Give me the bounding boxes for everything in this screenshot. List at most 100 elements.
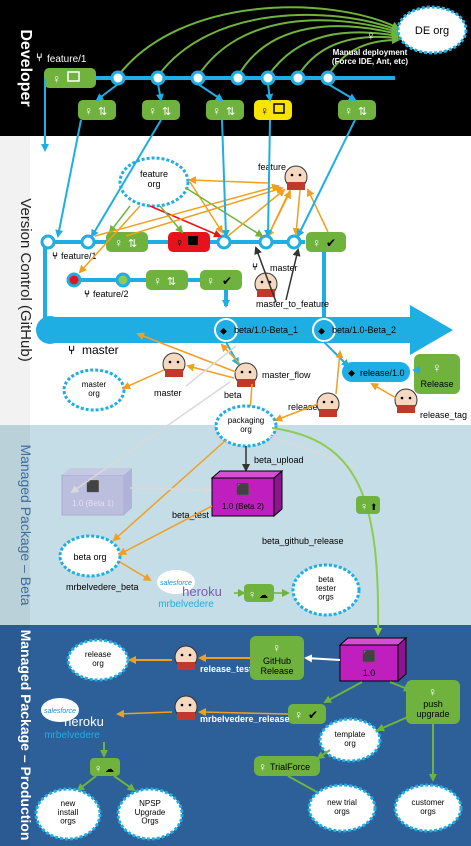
master-branch-label: master [82, 343, 119, 357]
cloud-upload-icon: ☁ [259, 590, 268, 600]
pkg-beta-2-label: 1.0 (Beta 2) [222, 502, 264, 511]
push-upgrade-button[interactable] [406, 680, 460, 724]
label-line: orgs [420, 807, 436, 816]
label-line: org [92, 659, 104, 668]
label-line: (Force IDE, Ant, etc) [332, 57, 408, 66]
label-line: upgrade [416, 709, 449, 719]
dev-job-pill[interactable] [142, 100, 180, 120]
cloud-beta-org[interactable]: beta org [58, 534, 122, 578]
feature-job-label: feature [258, 162, 286, 172]
cloud-de-org[interactable]: DE org [396, 5, 468, 55]
release-button-label: Release [420, 379, 453, 389]
jenkins-master-job[interactable] [162, 352, 186, 377]
dev-commit [230, 70, 246, 86]
master-branch-arrow [45, 305, 453, 355]
release-test-label: release_test [200, 664, 252, 674]
vc-commit-green [115, 272, 131, 288]
vc-commit [40, 234, 56, 250]
git-branch-icon: ⑂ [52, 251, 58, 262]
beta-upload-pill[interactable] [356, 496, 380, 514]
label-line: orgs [60, 817, 76, 826]
vc-commit [80, 234, 96, 250]
tag-icon: ⬥ [318, 326, 325, 337]
dev-commit [290, 70, 306, 86]
jenkins-release-test-job[interactable] [174, 645, 198, 670]
dev-job-pill[interactable] [78, 100, 116, 120]
label-line: Release [260, 666, 293, 676]
person-icon: ♀ [312, 236, 321, 250]
package-beta-2[interactable] [210, 469, 284, 518]
dev-job-pill[interactable] [338, 100, 376, 120]
person-icon: ♀ [206, 274, 215, 288]
person-icon: ♀ [248, 589, 256, 601]
master-job-label: master [154, 388, 182, 398]
jenkins-release-tag-job[interactable] [394, 388, 418, 413]
person-icon: ♀ [84, 104, 93, 118]
package-icon: ⬛ [86, 480, 100, 493]
merge-icon: ⇅ [358, 106, 367, 118]
jenkins-release-job[interactable] [316, 392, 340, 417]
mrbelvedere-beta-label: mrbelvedere_beta [66, 582, 139, 592]
vc-job-pill[interactable] [106, 232, 148, 252]
label-line: org [88, 389, 100, 398]
release-tag-pill[interactable] [342, 362, 410, 382]
dev-commit [190, 70, 206, 86]
install-pill[interactable] [244, 584, 274, 602]
dev-deploy-pill-yellow[interactable] [254, 100, 292, 120]
trialforce-button[interactable] [254, 756, 320, 776]
vc-pass-pill[interactable] [306, 232, 346, 252]
merge-icon: ⇅ [167, 276, 176, 288]
release-pass-pill[interactable] [288, 704, 326, 724]
jenkins-mrbelvedere-release-job[interactable] [174, 695, 198, 720]
package-beta-1 [61, 468, 132, 516]
git-branch-icon: ⑂ [36, 52, 43, 64]
person-icon: ♀ [148, 104, 157, 118]
git-branch-icon: ⑂ [252, 262, 258, 273]
dev-job-pill[interactable] [206, 100, 244, 120]
vc-pass-pill[interactable] [200, 270, 242, 290]
merge-icon: ⇅ [128, 238, 137, 250]
tag-icon: ⬥ [220, 326, 227, 337]
vc-job-pill[interactable] [146, 270, 188, 290]
beta-job-label: beta [224, 390, 242, 400]
person-icon: ♀ [366, 28, 376, 43]
beta-tag-1-label: beta/1.0-Beta_1 [234, 325, 298, 335]
feature-2-vc-label: feature/2 [93, 289, 129, 299]
jenkins-master-flow-job[interactable] [234, 362, 258, 387]
master-small-label: master [270, 263, 298, 273]
release-tag-job-label: release_tag [420, 410, 467, 420]
person-icon: ♀ [260, 104, 269, 118]
pkg-release-label: 1.0 [363, 668, 376, 678]
person-icon: ♀ [153, 274, 162, 288]
package-release[interactable] [338, 636, 408, 683]
jenkins-feature-job[interactable] [284, 165, 308, 190]
github-release-button[interactable] [250, 636, 304, 680]
label-line: install [58, 808, 79, 817]
feature-1-dev-pill[interactable] [44, 68, 96, 88]
release-button[interactable] [414, 354, 460, 394]
lane-label-version-control: Version Control (GitHub) [17, 198, 34, 361]
salesforce-heroku-logo: salesforce heroku mrbelvedere [157, 570, 222, 610]
svg-text:mrbelvedere: mrbelvedere [44, 730, 100, 741]
beta-upload-label: beta_upload [254, 455, 304, 465]
beta-tag-2-label: beta/1.0-Beta_2 [332, 325, 396, 335]
install-pill-production[interactable] [90, 758, 120, 776]
vc-commit [258, 234, 274, 250]
svg-text:heroku: heroku [182, 584, 222, 599]
